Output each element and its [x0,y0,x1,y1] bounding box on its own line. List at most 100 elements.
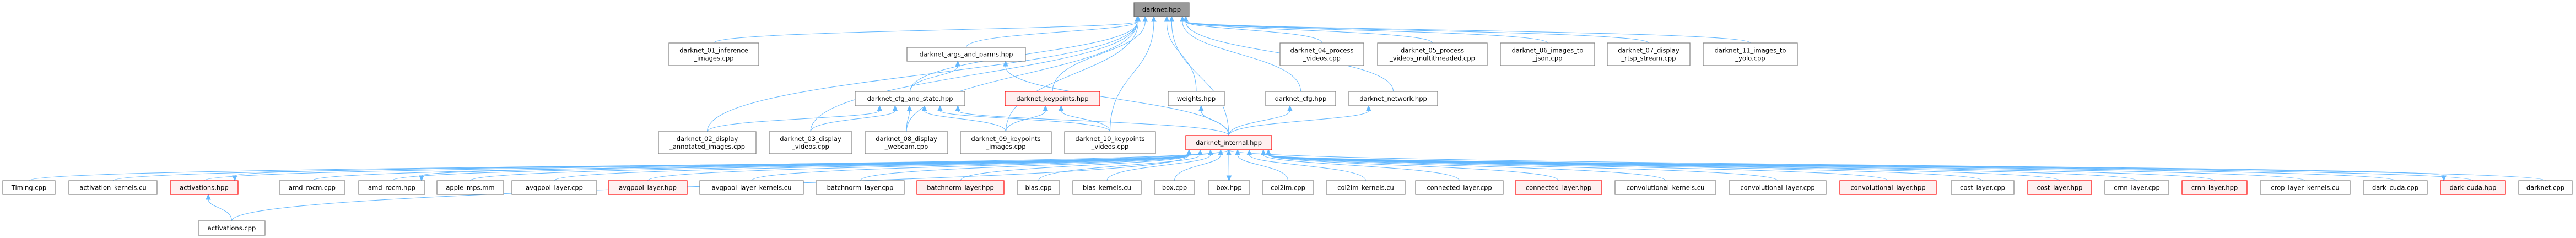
node-activation-kernels-cu[interactable]: activation_kernels.cu [68,180,158,195]
edge-line [1228,110,1369,136]
edge-darknet-args-and-parms-hpp-to-darknet-hpp [966,15,1140,48]
node-darknet-01-inference-images-cpp[interactable]: darknet_01_inference_images.cpp [668,42,759,66]
node-col2im-kernels-cu[interactable]: col2im_kernels.cu [1326,180,1406,195]
node-box [2104,180,2169,195]
node-label: _images.cpp [693,55,733,62]
node-blas-kernels-cu[interactable]: blas_kernels.cu [1072,180,1142,195]
node-darknet-06-images-to-json-cpp[interactable]: darknet_06_images_to_json.cpp [1500,42,1595,66]
node-box [1133,2,1190,17]
node-connected-layer-hpp[interactable]: connected_layer.hpp [1515,180,1602,195]
node-label: darknet.hpp [1142,6,1181,14]
node-box [1703,42,1798,66]
node-connected-layer-cpp[interactable]: connected_layer.cpp [1415,180,1504,195]
node-crop-layer-kernels-cu[interactable]: crop_layer_kernels.cu [2260,180,2351,195]
edge-line [1185,21,1751,44]
node-label: activations.hpp [180,184,229,192]
node-darknet-04-process-videos-cpp[interactable]: darknet_04_process_videos.cpp [1279,42,1364,66]
node-label: connected_layer.hpp [1526,184,1591,192]
node-box-cpp[interactable]: box.cpp [1154,180,1195,195]
node-darknet-cpp[interactable]: darknet.cpp [2518,180,2573,195]
node-label: _annotated_images.cpp [669,143,745,150]
node-crnn-layer-hpp[interactable]: crnn_layer.hpp [2181,180,2248,195]
arrowhead-icon [1043,105,1049,111]
node-cost-layer-hpp[interactable]: cost_layer.hpp [2027,180,2092,195]
edge-darknet-10-keypoints-videos-cpp-to-darknet-hpp [1110,15,1157,132]
node-label: col2im_kernels.cu [1337,184,1394,192]
node-dark-cuda-hpp[interactable]: dark_cuda.hpp [2440,180,2506,195]
edge-line [924,110,1006,132]
node-box [511,180,597,195]
edge-line [810,110,895,132]
node-avgpool-layer-hpp[interactable]: avgpool_layer.hpp [608,180,688,195]
node-darknet-08-display-webcam-cpp[interactable]: darknet_08_display_webcam.cpp [865,131,948,154]
node-cost-layer-cpp[interactable]: cost_layer.cpp [1951,180,2015,195]
node-timing-cpp[interactable]: Timing.cpp [2,180,56,195]
edge-line [1268,154,1559,181]
node-darknet-02-display-annotated-images-cpp[interactable]: darknet_02_display_annotated_images.cpp [658,131,757,154]
node-box [1839,180,1937,195]
node-darknet-cfg-hpp[interactable]: darknet_cfg.hpp [1265,91,1336,106]
node-box [1017,180,1060,195]
node-darknet-09-keypoints-images-cpp[interactable]: darknet_09_keypoints_images.cpp [960,131,1052,154]
arrowhead-icon [1261,149,1266,155]
node-activations-cpp[interactable]: activations.cpp [198,220,266,236]
node-box [1377,42,1488,66]
edge-darknet-internal-hpp-to-darknet-network-hpp [1228,105,1371,136]
node-box [1607,42,1691,66]
edge-line [1268,154,2305,181]
node-darknet-05-process-videos-multithreaded-cpp[interactable]: darknet_05_process_videos_multithreaded.… [1377,42,1488,66]
node-label: darknet_10_keypoints [1075,135,1144,143]
edge-weights-hpp-to-darknet-hpp [1164,15,1197,92]
node-weights-hpp[interactable]: weights.hpp [1168,91,1225,106]
arrowhead-icon [1151,15,1157,22]
node-darknet-10-keypoints-videos-cpp[interactable]: darknet_10_keypoints_videos.cpp [1064,131,1156,154]
node-darknet-07-display-rtsp-stream-cpp[interactable]: darknet_07_display_rtsp_stream.cpp [1607,42,1691,66]
node-box-hpp[interactable]: box.hpp [1208,180,1250,195]
edge-col2im-cpp-to-darknet-internal-hpp [1235,149,1288,181]
node-amd-rocm-hpp[interactable]: amd_rocm.hpp [358,180,425,195]
node-darknet-cfg-and-state-hpp[interactable]: darknet_cfg_and_state.hpp [855,91,965,106]
edge-line [714,21,1138,44]
arrowhead-icon [892,105,898,111]
node-darknet-args-and-parms-hpp[interactable]: darknet_args_and_parms.hpp [906,47,1026,62]
node-avgpool-layer-cpp[interactable]: avgpool_layer.cpp [511,180,597,195]
node-dark-cuda-cpp[interactable]: dark_cuda.cpp [2363,180,2428,195]
node-darknet-network-hpp[interactable]: darknet_network.hpp [1348,91,1438,106]
node-blas-cpp[interactable]: blas.cpp [1017,180,1060,195]
arrowhead-icon [1235,149,1240,155]
node-label: activations.cpp [208,224,256,232]
node-amd-rocm-cpp[interactable]: amd_rocm.cpp [279,180,345,195]
node-convolutional-layer-hpp[interactable]: convolutional_layer.hpp [1839,180,1937,195]
node-batchnorm-layer-cpp[interactable]: batchnorm_layer.cpp [816,180,905,195]
edge-darknet-08-display-webcam-cpp-to-darknet-hpp [906,15,1140,132]
edge-darknet-internal-hpp-to-dark-cuda-hpp [1228,149,2447,182]
edge-line [939,110,1110,132]
node-box [170,180,239,195]
node-label: darknet_05_process [1401,47,1464,55]
arrowhead-icon [937,105,943,111]
node-darknet-internal-hpp[interactable]: darknet_internal.hpp [1185,135,1272,150]
node-batchnorm-layer-hpp[interactable]: batchnorm_layer.hpp [916,180,1005,195]
node-box [1265,91,1336,106]
node-label: cost_layer.hpp [2037,184,2083,192]
node-col2im-cpp[interactable]: col2im.cpp [1262,180,1314,195]
node-box [2,180,56,195]
node-darknet-11-images-to-yolo-cpp[interactable]: darknet_11_images_to_yolo.cpp [1703,42,1798,66]
node-label: darknet_03_display [780,135,841,143]
edge-darknet-internal-hpp-to-activations-hpp [232,149,1229,182]
node-label: avgpool_layer.cpp [526,184,583,192]
node-darknet-keypoints-hpp[interactable]: darknet_keypoints.hpp [1005,91,1100,106]
node-box [2518,180,2573,195]
node-convolutional-layer-cpp[interactable]: convolutional_layer.cpp [1729,180,1827,195]
node-crnn-layer-cpp[interactable]: crnn_layer.cpp [2104,180,2169,195]
edge-line [1268,154,2546,181]
node-apple-mps-mm[interactable]: apple_mps.mm [436,180,504,195]
node-label: blas.cpp [1025,184,1051,192]
node-darknet-03-display-videos-cpp[interactable]: darknet_03_display_videos.cpp [769,131,852,154]
node-activations-hpp[interactable]: activations.hpp [170,180,239,195]
node-convolutional-kernels-cu[interactable]: convolutional_kernels.cu [1614,180,1716,195]
edge-darknet-internal-hpp-to-darknet-cfg-hpp [1228,105,1293,136]
node-avgpool-layer-kernels-cu[interactable]: avgpool_layer_kernels.cu [699,180,804,195]
arrowhead-icon [1197,149,1203,155]
node-box [358,180,425,195]
